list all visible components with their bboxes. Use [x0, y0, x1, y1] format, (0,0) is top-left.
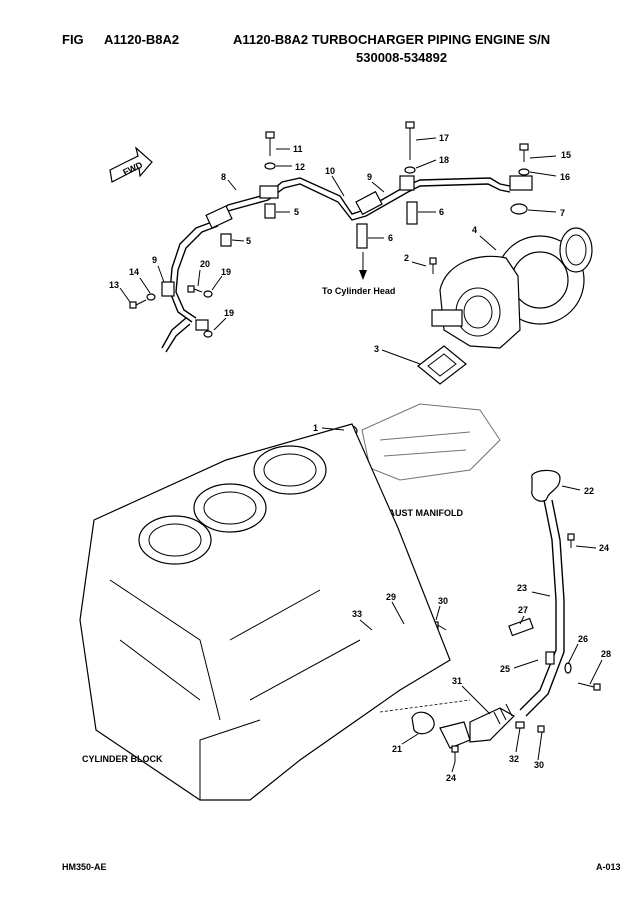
callout-17: 17: [439, 133, 449, 143]
callout-2: 2: [404, 253, 409, 263]
fwd-arrow-icon: FWD: [109, 146, 153, 183]
callout-24: 24: [446, 773, 456, 783]
callout-15: 15: [561, 150, 571, 160]
callout-30: 30: [438, 596, 448, 606]
callout-19: 19: [221, 267, 231, 277]
down-arrow-icon: [359, 252, 367, 280]
page-subtitle: 530008-534892: [356, 50, 448, 65]
callout-33: 33: [352, 609, 362, 619]
callout-numbers: 11 12 17 18 15 16 8 10 9 6 7 5 5 6 4 2 9…: [109, 133, 611, 783]
callout-5: 5: [294, 207, 299, 217]
turbo-gasket: [417, 345, 467, 385]
cylinder-block: [79, 423, 451, 801]
callout-3: 3: [374, 344, 379, 354]
callout-23: 23: [517, 583, 527, 593]
callout-19: 19: [224, 308, 234, 318]
callout-24: 24: [599, 543, 609, 553]
callout-16: 16: [560, 172, 570, 182]
tube-clamps: [161, 175, 533, 331]
upper-tube: [161, 177, 511, 353]
leader-lines: [119, 137, 603, 773]
callout-13: 13: [109, 280, 119, 290]
footer-model: HM350-AE: [62, 862, 107, 872]
callout-9: 9: [152, 255, 157, 265]
callout-26: 26: [578, 634, 588, 644]
callout-10: 10: [325, 166, 335, 176]
callout-25: 25: [500, 664, 510, 674]
exhaust-manifold-caption: EXHAUST MANIFOLD: [370, 508, 463, 518]
callout-22: 22: [584, 486, 594, 496]
callout-29: 29: [386, 592, 396, 602]
callout-20: 20: [200, 259, 210, 269]
callout-28: 28: [601, 649, 611, 659]
callout-12: 12: [295, 162, 305, 172]
callout-6: 6: [439, 207, 444, 217]
callout-11: 11: [293, 144, 303, 154]
callout-14: 14: [129, 267, 139, 277]
fig-label: FIG: [62, 32, 84, 47]
page-title: A1120-B8A2 TURBOCHARGER PIPING ENGINE S/…: [233, 32, 551, 47]
lower-return-hose: [411, 703, 545, 762]
callout-30: 30: [534, 760, 544, 770]
fasteners: [129, 121, 530, 437]
callout-32: 32: [509, 754, 519, 764]
fig-code: A1120-B8A2: [104, 32, 180, 47]
callout-9: 9: [367, 172, 372, 182]
callout-27: 27: [518, 605, 528, 615]
cylinder-block-caption: CYLINDER BLOCK: [82, 754, 163, 764]
callout-4: 4: [472, 225, 477, 235]
callout-1: 1: [313, 423, 318, 433]
exhaust-manifold: [361, 403, 501, 481]
callout-31: 31: [452, 676, 462, 686]
callout-7: 7: [560, 208, 565, 218]
callout-18: 18: [439, 155, 449, 165]
callout-8: 8: [221, 172, 226, 182]
callout-5: 5: [246, 236, 251, 246]
callout-6: 6: [388, 233, 393, 243]
footer-page-number: A-013: [596, 862, 621, 872]
to-cylinder-head-caption: To Cylinder Head: [322, 286, 395, 296]
callout-21: 21: [392, 744, 402, 754]
oil-return-tube: [508, 469, 601, 717]
turbocharger: [431, 227, 593, 349]
